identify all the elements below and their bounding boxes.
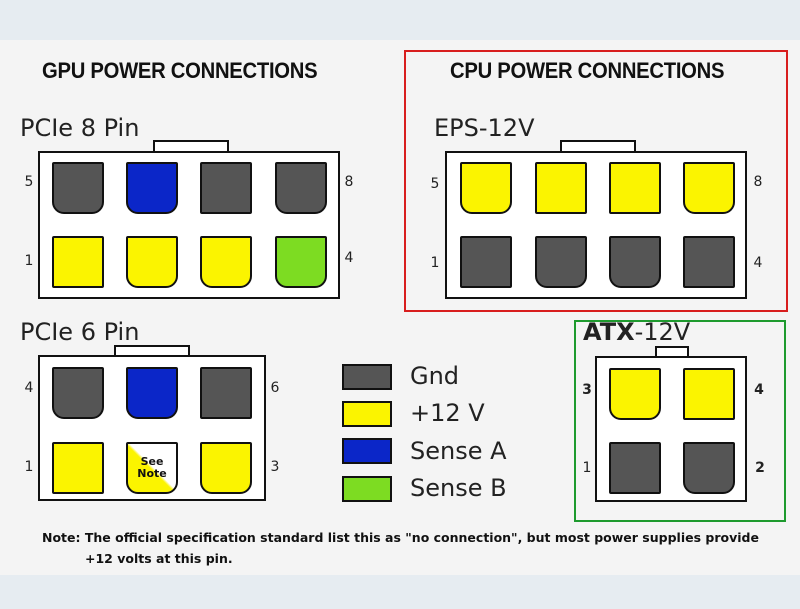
pcie8-connector xyxy=(38,151,340,299)
pcie6-pin-number: 3 xyxy=(270,459,280,475)
eps12v-pin1-gnd xyxy=(460,236,512,288)
legend-label-sense-b: Sense B xyxy=(410,474,507,502)
eps12v-label: EPS-12V xyxy=(434,114,535,142)
legend-swatch-12v xyxy=(342,401,392,427)
pcie6-pin-number: 1 xyxy=(24,459,34,475)
legend-label-sense-a: Sense A xyxy=(410,437,507,465)
legend-swatch-sense-b xyxy=(342,476,392,502)
footnote-line: Note: The official specification standar… xyxy=(42,530,759,545)
atx12v-pin4-12v xyxy=(683,368,735,420)
legend-label-gnd: Gnd xyxy=(410,362,460,390)
pcie8-label: PCIe 8 Pin xyxy=(20,114,140,142)
pcie8-pin7-gnd xyxy=(200,162,252,214)
pcie8-pin-number: 1 xyxy=(24,253,34,269)
atx12v-pin1-gnd xyxy=(609,442,661,494)
pcie6-pin3-12v xyxy=(200,442,252,494)
pcie6-pin4-gnd xyxy=(52,367,104,419)
atx12v-pin-number: 4 xyxy=(754,382,764,398)
pcie8-pin-number: 5 xyxy=(24,174,34,190)
eps12v-pin6-12v xyxy=(535,162,587,214)
pcie8-pin1-12v xyxy=(52,236,104,288)
pcie6-pin6-gnd xyxy=(200,367,252,419)
pcie8-latch xyxy=(153,140,229,153)
see-note-text: Note xyxy=(137,467,167,480)
atx12v-connector xyxy=(595,356,747,502)
eps12v-pin7-12v xyxy=(609,162,661,214)
atx12v-latch xyxy=(655,346,689,358)
atx12v-pin2-gnd xyxy=(683,442,735,494)
eps12v-pin-number: 5 xyxy=(430,176,440,192)
pcie6-label: PCIe 6 Pin xyxy=(20,318,140,346)
atx12v-label-bold: ATX xyxy=(583,318,635,346)
cpu-power-title: CPU POWER CONNECTIONS xyxy=(450,58,725,83)
pcie6-latch xyxy=(114,345,190,357)
atx12v-pin3-12v xyxy=(609,368,661,420)
pcie6-connector: See Note xyxy=(38,355,266,501)
atx12v-pin-number: 1 xyxy=(582,460,592,476)
atx-section-frame xyxy=(574,320,786,522)
pcie8-pin3-12v xyxy=(200,236,252,288)
legend-swatch-sense-a xyxy=(342,438,392,464)
atx12v-pin-number: 3 xyxy=(582,382,592,398)
pcie6-pin5-sense-a xyxy=(126,367,178,419)
pcie6-pin2-see-note: See Note xyxy=(126,442,178,494)
footnote-line: +12 volts at this pin. xyxy=(85,551,233,566)
atx12v-label-rest: -12V xyxy=(634,318,691,346)
eps12v-latch xyxy=(560,140,636,153)
legend-label-12v: +12 V xyxy=(410,399,485,427)
eps12v-pin3-gnd xyxy=(609,236,661,288)
atx12v-pin-number: 2 xyxy=(755,460,765,476)
eps12v-pin5-12v xyxy=(460,162,512,214)
footnote: Note: The official specification standar… xyxy=(42,527,782,569)
pcie6-pin-number: 6 xyxy=(270,380,280,396)
atx12v-label: ATX-12V xyxy=(583,318,690,346)
eps12v-pin8-12v xyxy=(683,162,735,214)
pcie8-pin8-gnd xyxy=(275,162,327,214)
eps12v-pin-number: 8 xyxy=(753,174,763,190)
eps12v-pin-number: 4 xyxy=(753,255,763,271)
eps12v-pin4-gnd xyxy=(683,236,735,288)
gpu-power-title: GPU POWER CONNECTIONS xyxy=(42,58,318,83)
legend-swatch-gnd xyxy=(342,364,392,390)
see-note-text: See xyxy=(140,455,164,468)
pcie8-pin-number: 4 xyxy=(344,250,354,266)
pcie8-pin2-12v xyxy=(126,236,178,288)
eps12v-pin2-gnd xyxy=(535,236,587,288)
cpu-section-frame xyxy=(404,50,788,312)
pcie6-pin1-12v xyxy=(52,442,104,494)
pcie6-pin-number: 4 xyxy=(24,380,34,396)
pcie8-pin-number: 8 xyxy=(344,174,354,190)
eps12v-pin-number: 1 xyxy=(430,255,440,271)
pcie8-pin4-sense-b xyxy=(275,236,327,288)
eps12v-connector xyxy=(445,151,747,299)
pcie8-pin5-gnd xyxy=(52,162,104,214)
pcie8-pin6-sense-a xyxy=(126,162,178,214)
